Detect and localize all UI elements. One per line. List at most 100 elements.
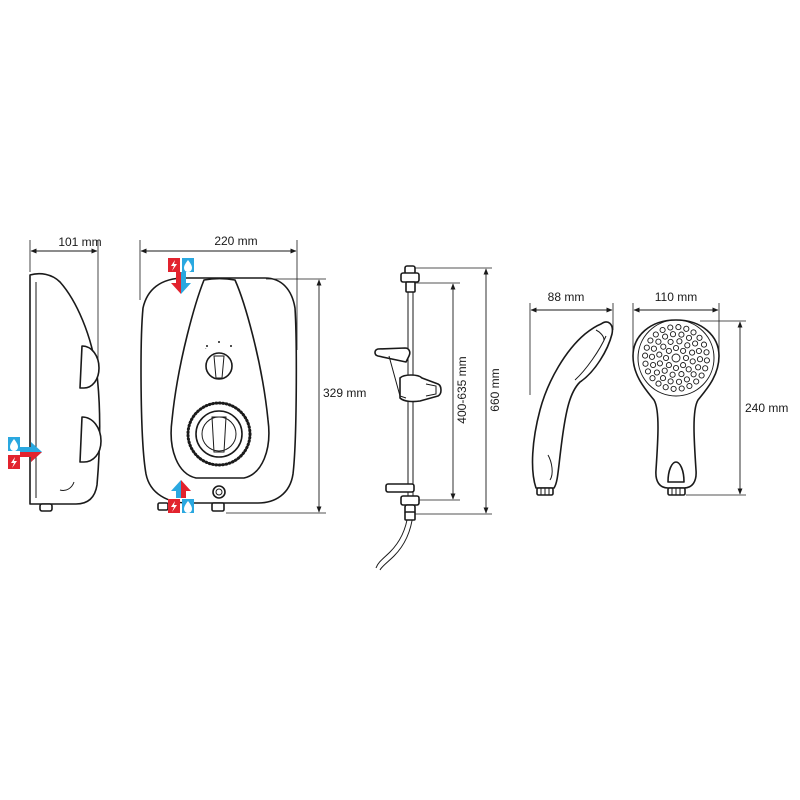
nozzle xyxy=(643,344,650,351)
nozzle xyxy=(685,366,692,373)
nozzle xyxy=(703,349,710,356)
unit-front-view: . xyxy=(140,277,298,512)
nozzle xyxy=(678,331,685,338)
lightning-icon xyxy=(168,499,180,513)
front-width-dimension: 220 mm xyxy=(139,234,298,350)
nozzle xyxy=(696,334,703,341)
nozzle xyxy=(672,344,680,352)
nozzle xyxy=(644,368,652,375)
nozzle xyxy=(702,365,709,372)
slide-adjust-dimension: 400-635 mm xyxy=(415,282,469,501)
nozzle xyxy=(662,384,669,391)
power-selector-knob xyxy=(205,352,233,380)
nozzle xyxy=(669,371,676,378)
nozzle xyxy=(650,361,657,369)
nozzle xyxy=(660,343,667,350)
water-drop-icon xyxy=(182,258,194,272)
head-length-label: 240 mm xyxy=(745,401,788,415)
arrow-up-icon xyxy=(171,480,191,498)
spray-nozzles xyxy=(642,324,710,392)
nozzle xyxy=(690,329,697,336)
arrow-right-icon xyxy=(20,442,42,462)
nozzle xyxy=(690,371,697,378)
nozzle xyxy=(678,385,685,392)
nozzle xyxy=(662,333,669,340)
rail-length-label: 660 mm xyxy=(488,368,502,411)
nozzle xyxy=(689,358,696,365)
head-front-width-label: 110 mm xyxy=(655,290,697,304)
nozzle xyxy=(648,353,656,360)
nozzle xyxy=(686,382,693,390)
side-depth-label: 101 mm xyxy=(58,235,101,249)
front-height-dimension: 329 mm xyxy=(226,278,366,514)
nozzle xyxy=(693,378,700,385)
top-entry-icon-group xyxy=(168,258,194,294)
nozzle xyxy=(656,360,663,367)
unit-side-view xyxy=(29,272,102,512)
rail-length-dimension: 660 mm xyxy=(415,267,502,515)
head-side-width-dimension: 88 mm xyxy=(529,290,614,395)
start-stop-button xyxy=(212,485,226,499)
nozzle xyxy=(669,331,677,338)
nozzle xyxy=(695,347,702,355)
nozzle xyxy=(703,357,710,364)
front-width-label: 220 mm xyxy=(214,234,257,248)
nozzle xyxy=(678,371,685,378)
nozzle xyxy=(680,347,687,354)
nozzle xyxy=(689,349,696,356)
nozzle xyxy=(676,338,683,345)
nozzle xyxy=(683,325,690,332)
lightning-icon xyxy=(8,455,20,469)
nozzle xyxy=(650,345,657,352)
nozzle xyxy=(685,334,693,341)
nozzle xyxy=(647,337,654,344)
nozzle xyxy=(653,369,660,376)
shower-head-front-view xyxy=(632,319,720,496)
nozzle xyxy=(662,354,670,362)
lightning-icon xyxy=(168,258,180,272)
head-side-width-label: 88 mm xyxy=(548,290,585,304)
nozzle xyxy=(656,351,663,358)
nozzle xyxy=(667,338,674,345)
arrow-down-icon xyxy=(171,272,191,294)
nozzle xyxy=(655,338,662,345)
nozzle xyxy=(682,354,690,362)
nozzle xyxy=(652,331,659,338)
nozzle xyxy=(667,324,674,331)
temperature-dial xyxy=(186,401,252,467)
nozzle xyxy=(696,356,704,363)
nozzle xyxy=(670,385,677,392)
nozzle xyxy=(692,340,699,347)
nozzle xyxy=(659,326,666,334)
nozzle xyxy=(665,362,672,369)
nozzle xyxy=(665,347,672,354)
slide-adjust-label: 400-635 mm xyxy=(455,356,469,423)
head-length-dimension: 240 mm xyxy=(686,320,788,496)
side-depth-dimension: 101 mm xyxy=(29,235,102,362)
nozzle xyxy=(649,375,656,382)
nozzle xyxy=(698,372,705,379)
nozzle xyxy=(659,375,667,382)
water-drop-icon xyxy=(8,437,20,451)
water-drop-icon xyxy=(182,499,194,513)
nozzle xyxy=(683,376,690,383)
nozzle xyxy=(642,360,649,367)
nozzle xyxy=(684,342,691,349)
nozzle xyxy=(675,324,682,331)
riser-rail-kit xyxy=(374,265,442,571)
nozzle xyxy=(642,352,649,359)
nozzle xyxy=(675,378,683,385)
nozzle xyxy=(700,341,708,348)
nozzle xyxy=(672,364,680,372)
nozzle xyxy=(695,364,702,371)
front-height-label: 329 mm xyxy=(323,386,366,400)
nozzle xyxy=(680,362,687,369)
center-nozzle xyxy=(671,353,681,363)
nozzle xyxy=(655,380,662,387)
bottom-entry-icon-group xyxy=(168,480,194,513)
svg-text:.: . xyxy=(205,345,207,351)
side-entry-icon-group xyxy=(8,437,42,469)
head-front-width-dimension: 110 mm xyxy=(632,290,720,352)
nozzle xyxy=(667,378,674,385)
